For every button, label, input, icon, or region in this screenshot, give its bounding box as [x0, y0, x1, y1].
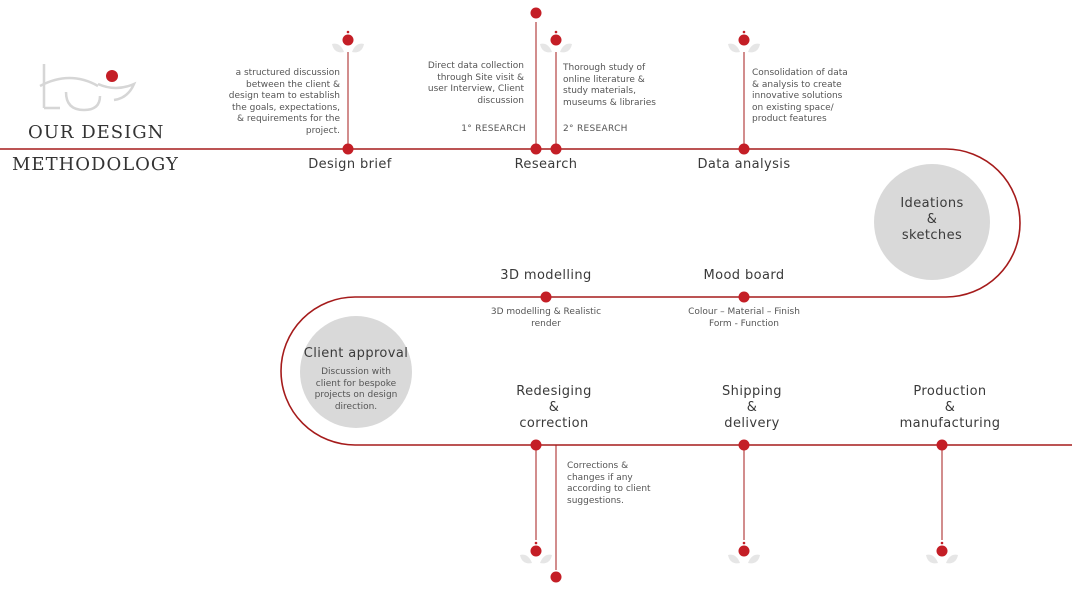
logo-dot: [106, 70, 118, 82]
redesigning-description: Corrections & changes if any according t…: [567, 461, 651, 506]
research-secondary-petal-right: [560, 43, 572, 53]
redesign-a-petal-right: [540, 554, 552, 564]
design-brief-label: Design brief: [308, 157, 392, 172]
data-analysis-label: Data analysis: [697, 157, 791, 172]
production-icon-dot: [936, 545, 948, 557]
shipping-icon-dot: [738, 545, 750, 557]
data-analysis-petal-left: [728, 43, 740, 53]
logo-wing: [97, 81, 137, 102]
mood-board-description: Colour – Material – Finish Form - Functi…: [688, 307, 800, 329]
ideations-label: Ideations & sketches: [900, 196, 964, 243]
research-secondary-node: [550, 143, 562, 155]
modelling-node: [540, 291, 552, 303]
production-petal-right: [946, 554, 958, 564]
production-node: [936, 439, 948, 451]
logo-mark: [39, 64, 99, 110]
research-secondary-tag: 2° RESEARCH: [563, 124, 628, 134]
research-primary-top-node: [530, 7, 542, 19]
client-approval-circle: [300, 316, 412, 428]
production-petal-left: [926, 554, 938, 564]
shipping-petal-right: [748, 554, 760, 564]
redesigning-label: Redesiging & correction: [516, 384, 592, 431]
research-primary-node: [530, 143, 542, 155]
title-line-2: METHODOLOGY: [12, 154, 179, 175]
client-approval-description: Discussion with client for bespoke proje…: [314, 367, 398, 412]
redesign-a-icon-tip: [534, 541, 538, 545]
design-brief-icon-tip: [346, 30, 350, 34]
modelling-description: 3D modelling & Realistic render: [490, 307, 602, 329]
shipping-label: Shipping & delivery: [722, 384, 782, 431]
redesign-a-icon-dot: [530, 545, 542, 557]
research-primary-description: Direct data collection through Site visi…: [427, 61, 524, 106]
data-analysis-icon-tip: [742, 30, 746, 34]
redesign-a-node: [530, 439, 542, 451]
timeline-path: [0, 148, 1072, 446]
design-brief-description: a structured discussion between the clie…: [228, 68, 340, 136]
research-secondary-icon-dot: [550, 34, 562, 46]
mood-board-label: Mood board: [703, 268, 785, 283]
research-primary-tag: 1° RESEARCH: [461, 124, 526, 134]
production-label: Production & manufacturing: [899, 384, 1001, 431]
modelling-label: 3D modelling: [500, 268, 592, 283]
logo-curve: [64, 91, 102, 112]
research-secondary-icon-tip: [554, 30, 558, 34]
redesign-b-bottom-node: [550, 571, 562, 583]
shipping-icon-tip: [742, 541, 746, 545]
data-analysis-node: [738, 143, 750, 155]
redesign-a-petal-left: [520, 554, 532, 564]
client-approval-label: Client approval: [303, 346, 409, 361]
design-brief-petal-left: [332, 43, 344, 53]
shipping-node: [738, 439, 750, 451]
data-analysis-icon-dot: [738, 34, 750, 46]
mood-board-node: [738, 291, 750, 303]
ideations-circle: [874, 164, 990, 280]
research-secondary-petal-left: [540, 43, 552, 53]
research-label: Research: [514, 157, 578, 172]
production-icon-tip: [940, 541, 944, 545]
shipping-petal-left: [728, 554, 740, 564]
data-analysis-description: Consolidation of data & analysis to crea…: [752, 68, 848, 124]
research-secondary-description: Thorough study of online literature & st…: [563, 63, 656, 108]
title-line-1: OUR DESIGN: [28, 122, 165, 143]
design-brief-node: [342, 143, 354, 155]
data-analysis-petal-right: [748, 43, 760, 53]
design-brief-icon-dot: [342, 34, 354, 46]
design-brief-petal-right: [352, 43, 364, 53]
